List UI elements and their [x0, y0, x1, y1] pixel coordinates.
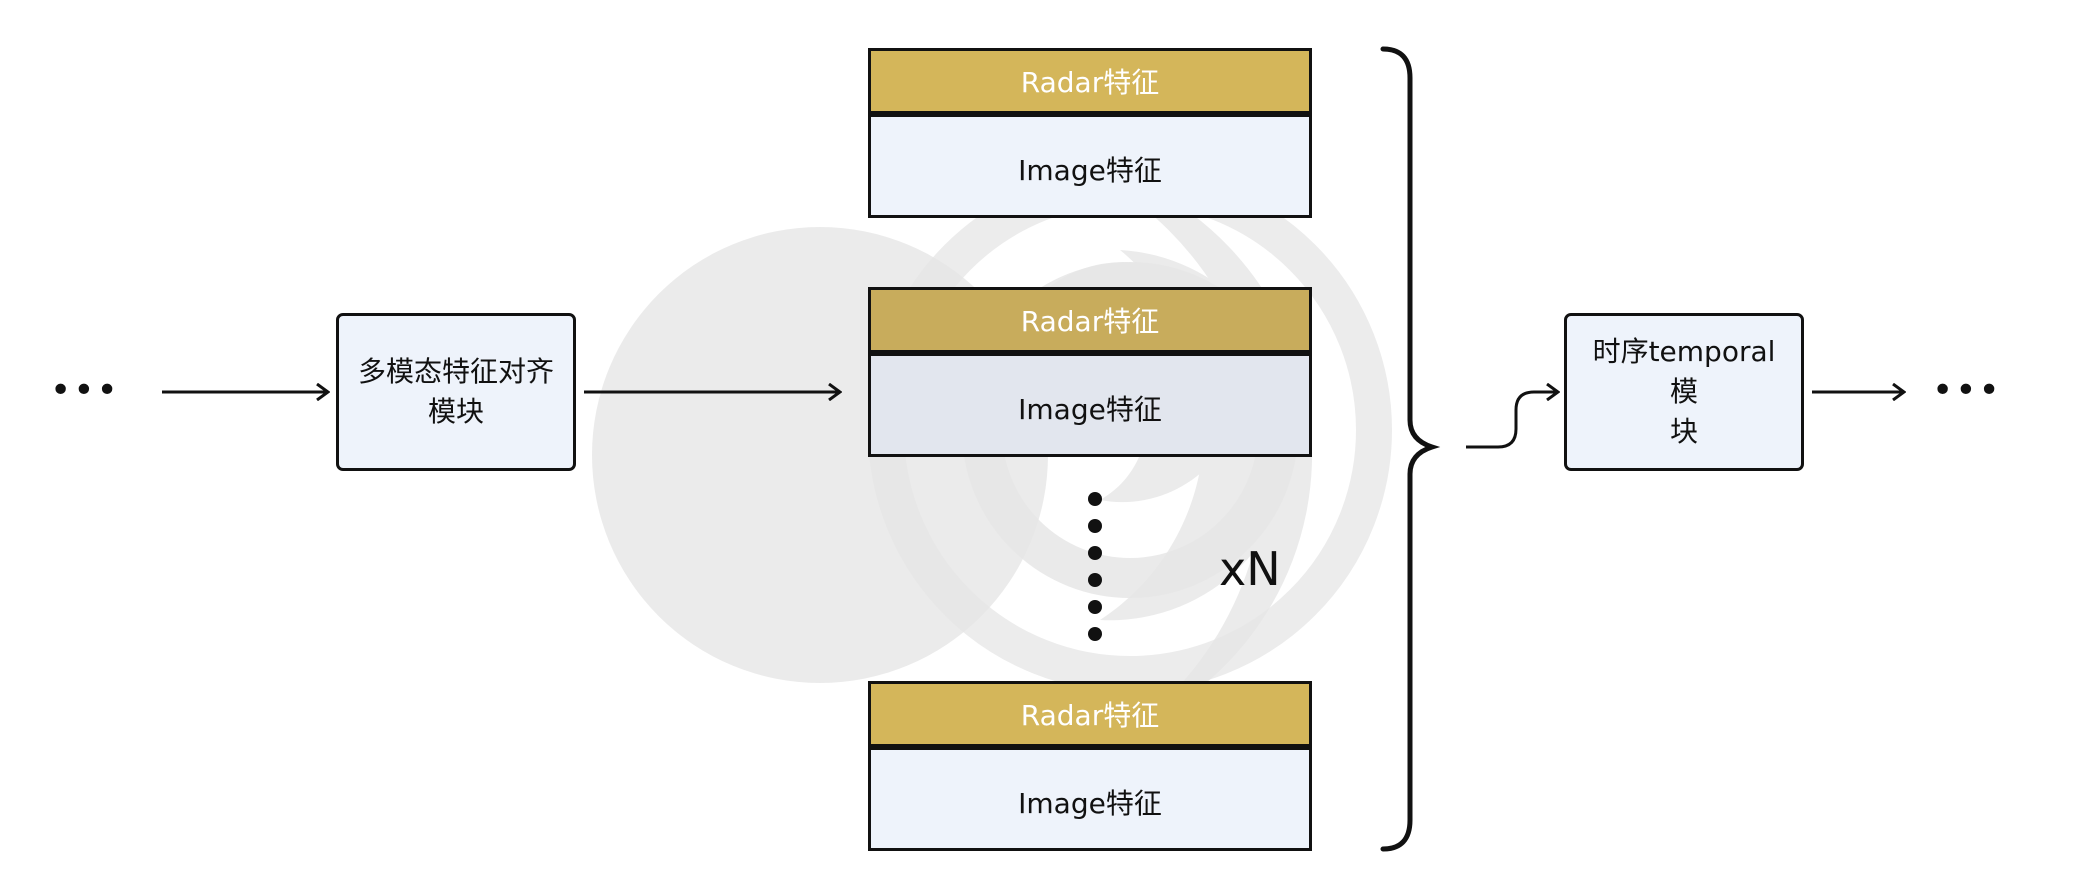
image-feature-3: Image特征 [871, 750, 1309, 848]
arrow-brace-to-temporal [1466, 392, 1558, 449]
radar-feature-2: Radar特征 [871, 290, 1309, 356]
align-module-box: 多模态特征对齐 模块 [336, 313, 576, 471]
repeat-label: xN [1219, 542, 1281, 596]
input-ellipsis: ••• [50, 370, 120, 411]
curly-brace [1380, 46, 1441, 852]
image-feature-2: Image特征 [871, 356, 1309, 454]
image-feature-1: Image特征 [871, 117, 1309, 215]
output-ellipsis: ••• [1932, 370, 2002, 411]
radar-feature-3: Radar特征 [871, 684, 1309, 750]
temporal-module-box: 时序temporal模 块 [1564, 313, 1804, 471]
temporal-module-label: 时序temporal模 块 [1592, 335, 1776, 448]
radar-feature-1: Radar特征 [871, 51, 1309, 117]
vertical-dots [1088, 492, 1102, 641]
feature-block-1: Radar特征 Image特征 [868, 48, 1312, 218]
feature-block-3: Radar特征 Image特征 [868, 681, 1312, 851]
feature-block-2: Radar特征 Image特征 [868, 287, 1312, 457]
align-module-label: 多模态特征对齐 模块 [357, 355, 554, 428]
